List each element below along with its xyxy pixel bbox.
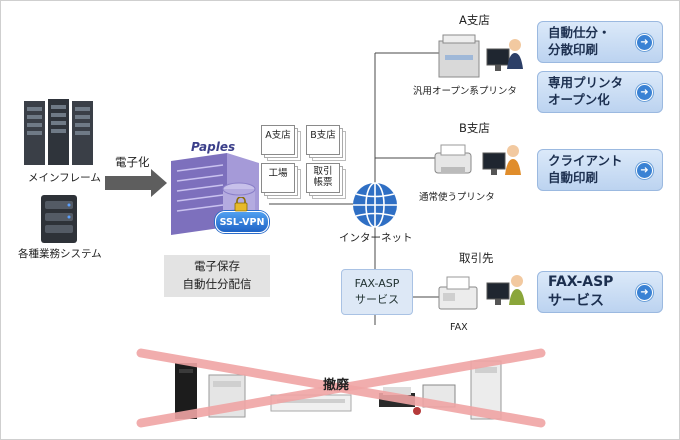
paples-logo: Paples (191, 140, 236, 154)
service-button-faxasp[interactable]: FAX-ASP サービス ➜ (537, 271, 663, 313)
doc-stack-b: B支店 (306, 125, 346, 161)
removed-label: 撤廃 (323, 378, 350, 393)
doc-label: 取引 帳票 (306, 163, 340, 193)
service-label: クライアント 自動印刷 (548, 153, 623, 185)
faxasp-line2: サービス (355, 292, 399, 306)
service-label: 専用プリンタ オープン化 (548, 75, 624, 107)
branch-b-printer-icon (434, 144, 521, 175)
service-button-distributed-print[interactable]: 自動仕分・ 分散印刷 ➜ (537, 21, 663, 63)
business-server-icon (41, 195, 77, 243)
digitize-label: 電子化 (115, 155, 150, 169)
arrow-right-icon: ➜ (636, 83, 653, 101)
arrow-right-icon: ➜ (636, 33, 653, 51)
partner-fax-icon (438, 275, 525, 310)
faxasp-box: FAX-ASP サービス (341, 269, 413, 315)
branch-b-title: B支店 (459, 121, 490, 135)
storage-line2: 自動仕分配信 (182, 276, 252, 291)
doc-stack-factory: 工場 (261, 163, 301, 199)
ssl-vpn-badge: SSL-VPN (215, 211, 269, 233)
mainframe-icon (24, 99, 93, 165)
digitize-arrow-icon (105, 169, 167, 197)
internet-label: インターネット (339, 232, 413, 244)
mainframe-label: メインフレーム (28, 172, 101, 184)
arrow-right-icon: ➜ (636, 283, 653, 301)
globe-icon (353, 182, 397, 228)
service-label: 自動仕分・ 分散印刷 (548, 25, 611, 57)
doc-label: B支店 (306, 125, 340, 155)
arrow-right-icon: ➜ (636, 161, 653, 179)
removed-cross-icon (136, 348, 546, 428)
partner-title: 取引先 (459, 251, 494, 265)
service-button-client-print[interactable]: クライアント 自動印刷 ➜ (537, 149, 663, 191)
doc-label: 工場 (261, 163, 295, 193)
branch-a-printer-icon (438, 34, 523, 78)
branch-b-printer-label: 通常使うプリンタ (419, 192, 495, 203)
doc-label: A支店 (261, 125, 295, 155)
service-button-printer-open[interactable]: 専用プリンタ オープン化 ➜ (537, 71, 663, 113)
service-label: FAX-ASP サービス (548, 274, 614, 309)
faxasp-line1: FAX-ASP (354, 277, 400, 290)
storage-line1: 電子保存 (194, 259, 240, 273)
branch-a-title: A支店 (459, 13, 490, 27)
business-systems-label: 各種業務システム (18, 248, 102, 260)
partner-device-label: FAX (450, 322, 468, 333)
storage-box: 電子保存 自動仕分配信 (164, 255, 270, 297)
branch-a-printer-label: 汎用オープン系プリンタ (413, 86, 517, 97)
doc-stack-trade: 取引 帳票 (306, 163, 346, 199)
doc-stack-a: A支店 (261, 125, 301, 161)
lock-icon (234, 197, 248, 212)
